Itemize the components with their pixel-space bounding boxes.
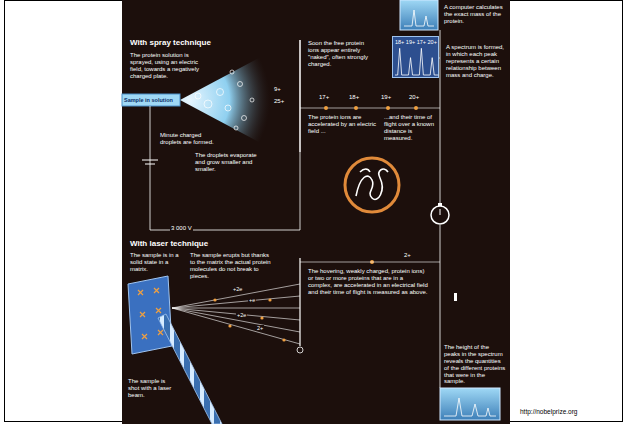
electrode — [299, 258, 300, 346]
timing-line — [440, 225, 441, 388]
short-label: 3 000 V — [170, 225, 193, 232]
note-text: The height of the peaks in the spectrum … — [444, 344, 506, 385]
nobel-logo — [345, 158, 399, 212]
section-heading: Sample in solution — [124, 97, 173, 103]
note-text: Minute charged droplets are formed. — [160, 132, 218, 146]
short-label: http://nobelprize.org — [520, 408, 577, 415]
terminal — [297, 347, 303, 353]
note-text: ...and their time of flight over a known… — [384, 114, 436, 142]
peak-label: 17+ — [417, 39, 426, 45]
note-text: The protein ions are accelerated by an e… — [308, 114, 378, 135]
short-label: 18+ — [349, 94, 359, 101]
note-text: Soon the free protein ions appear entire… — [308, 40, 376, 68]
spectrum-inset: 18+19+17+20+ — [392, 36, 439, 78]
ions — [324, 106, 418, 110]
short-label: +e — [248, 297, 256, 303]
short-label: 2+ — [256, 325, 264, 331]
needle — [122, 94, 180, 106]
ion-beams — [172, 284, 300, 344]
peak-label: 20+ — [428, 39, 437, 45]
short-label: 20+ — [409, 94, 419, 101]
peak-label: 19+ — [406, 39, 415, 45]
laser-beam — [158, 314, 222, 424]
matrix-marks — [138, 288, 163, 339]
protein-figure — [356, 169, 388, 199]
charged-plate — [299, 40, 301, 152]
note-text: A spectrum is formed, in which each peak… — [446, 44, 506, 78]
battery-plate — [142, 160, 158, 161]
note-text: A computer calculates the exact mass of … — [444, 4, 506, 25]
short-label: 25+ — [273, 98, 285, 105]
note-text: The droplets evaporate and grow smaller … — [195, 152, 265, 173]
short-label: 17+ — [319, 94, 329, 101]
section-heading: With laser technique — [130, 239, 208, 248]
peak-label: 18+ — [395, 39, 404, 45]
computer-screen — [440, 388, 500, 420]
marker — [454, 293, 457, 301]
spectrum-trace — [404, 10, 434, 26]
short-label: 9+ — [273, 86, 282, 93]
droplets — [195, 70, 254, 130]
computer-screen — [400, 0, 438, 30]
timing-line — [440, 30, 441, 205]
note-text: The sample is shot with a laser beam. — [128, 378, 176, 399]
note-text: The hovering, weakly charged, protein io… — [308, 268, 428, 296]
dark-panel — [122, 0, 510, 424]
short-label: 2+ — [404, 252, 411, 259]
wire — [150, 106, 300, 230]
short-label: 19+ — [381, 94, 391, 101]
note-text: The sample erupts but thanks to the matr… — [190, 252, 275, 280]
spectrum-trace — [444, 398, 496, 416]
note-text: The protein solution is sprayed, using a… — [130, 52, 210, 80]
short-label: +2e — [232, 286, 243, 292]
battery-plate — [145, 164, 155, 165]
flight-path — [300, 262, 440, 263]
stopwatch — [431, 206, 449, 224]
section-heading: With spray technique — [130, 38, 211, 47]
flight-path — [300, 108, 440, 109]
stopwatch-hand — [440, 209, 441, 215]
note-text: The sample is in a solid state in a matr… — [130, 252, 185, 273]
stopwatch-knob — [438, 203, 442, 206]
spectrum-peaks — [395, 48, 438, 75]
short-label: +2e — [236, 312, 247, 318]
